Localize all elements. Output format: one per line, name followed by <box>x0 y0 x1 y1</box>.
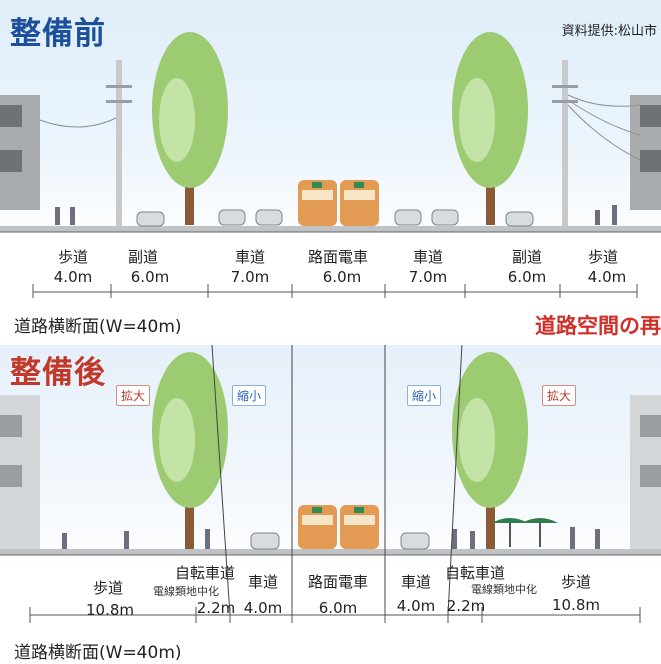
tree-right <box>452 32 528 225</box>
zone-label-roadway-left: 車道 <box>234 248 266 266</box>
before-panel: 整備前 資料提供:松山市 道路空間の再 歩道 4.0m 副道 6.0m 車道 7… <box>0 0 661 345</box>
tag-expand-right: 拡大 <box>542 385 577 406</box>
tree-right <box>452 352 528 550</box>
pedestrians <box>55 205 617 225</box>
after-cross-section-caption: 道路横断面(W=40m) <box>14 643 182 663</box>
building-window <box>0 415 22 437</box>
building-window <box>640 150 661 172</box>
dimension-bars <box>29 607 641 623</box>
zone-width-roadway-left: 7.0m <box>230 268 270 286</box>
zone-width-cycleway-right: 2.2m <box>446 597 486 615</box>
building-window <box>640 105 661 127</box>
utility-pole-right <box>552 60 641 228</box>
zone-width-cycleway-left: 2.2m <box>196 599 236 617</box>
zone-label-tram: 路面電車 <box>307 248 369 266</box>
building-window <box>0 105 22 127</box>
zone-label-frontage-left: 副道 <box>127 248 159 266</box>
before-title: 整備前 <box>10 16 106 52</box>
tag-shrink-left: 縮小 <box>232 385 267 406</box>
zone-width-roadway-right: 4.0m <box>396 597 436 615</box>
zone-width-tram: 6.0m <box>318 599 358 617</box>
building-window <box>640 465 661 487</box>
zone-label-roadway-right: 車道 <box>412 248 444 266</box>
cars <box>250 532 430 550</box>
after-panel: 整備後 拡大 縮小 縮小 拡大 歩道 10.8m 電線類地中化 自転車道 2.2… <box>0 345 661 664</box>
tram <box>298 180 379 226</box>
zone-label-sidewalk-right: 歩道 <box>560 573 592 591</box>
building-window <box>0 465 22 487</box>
utility-pole-left <box>39 60 132 228</box>
cars <box>136 209 534 227</box>
zone-width-frontage-right: 6.0m <box>507 268 547 286</box>
zone-width-tram: 6.0m <box>322 268 362 286</box>
before-cross-section-caption: 道路横断面(W=40m) <box>14 317 182 337</box>
zone-width-frontage-left: 6.0m <box>130 268 170 286</box>
zone-label-cycleway-left: 自転車道 <box>174 564 236 582</box>
dimension-bars <box>32 284 638 298</box>
zone-label-cycleway-right: 自転車道 <box>444 564 506 582</box>
tree-left <box>152 32 228 225</box>
zone-label-roadway-right: 車道 <box>400 573 432 591</box>
road-surface <box>0 226 661 232</box>
zone-label-frontage-right: 副道 <box>511 248 543 266</box>
pedestrians <box>62 527 600 549</box>
tram <box>298 505 379 549</box>
after-title: 整備後 <box>10 355 106 391</box>
headline-partial: 道路空間の再 <box>535 314 661 338</box>
zone-label-sidewalk-left: 歩道 <box>92 579 124 597</box>
building-window <box>640 415 661 437</box>
road-surface <box>0 549 661 555</box>
zone-width-sidewalk-left: 4.0m <box>53 268 93 286</box>
before-street-scene <box>0 32 661 298</box>
zone-width-roadway-right: 7.0m <box>408 268 448 286</box>
building-window <box>0 150 22 172</box>
zone-width-roadway-left: 4.0m <box>243 599 283 617</box>
utility-undergrounding-note-right: 電線類地中化 <box>471 583 537 596</box>
source-credit: 資料提供:松山市 <box>561 24 657 39</box>
zone-label-sidewalk-right: 歩道 <box>587 248 619 266</box>
zone-label-tram: 路面電車 <box>307 573 369 591</box>
utility-undergrounding-note-left: 電線類地中化 <box>153 585 219 598</box>
zone-width-sidewalk-right: 10.8m <box>551 596 601 614</box>
zone-label-roadway-left: 車道 <box>247 573 279 591</box>
tree-left <box>152 352 228 550</box>
zone-label-sidewalk-left: 歩道 <box>57 248 89 266</box>
parasols <box>492 518 558 547</box>
after-street-scene <box>0 345 661 623</box>
tag-expand-left: 拡大 <box>116 385 151 406</box>
section-divider-lines <box>211 345 463 616</box>
zone-width-sidewalk-left: 10.8m <box>85 601 135 619</box>
tag-shrink-right: 縮小 <box>407 385 442 406</box>
zone-width-sidewalk-right: 4.0m <box>587 268 627 286</box>
